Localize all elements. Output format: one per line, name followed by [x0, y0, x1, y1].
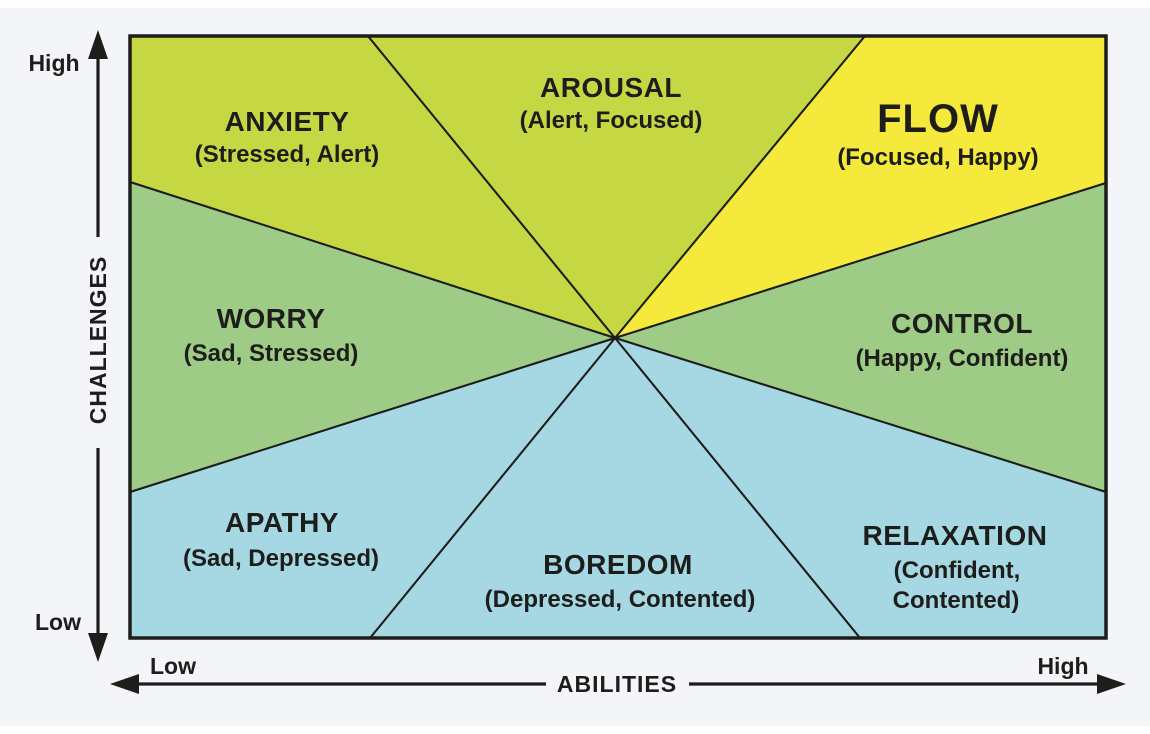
worry-subtitle: (Sad, Stressed) — [184, 340, 359, 367]
y-axis-high-label: High — [28, 50, 79, 76]
x-axis-high-label: High — [1037, 653, 1088, 679]
arousal-label: AROUSAL — [540, 72, 682, 103]
anxiety-label: ANXIETY — [225, 106, 350, 137]
x-axis-low-label: Low — [150, 653, 196, 679]
y-axis-up-arrow-icon — [88, 30, 108, 59]
apathy-subtitle: (Sad, Depressed) — [183, 545, 379, 572]
y-axis-low-label: Low — [35, 609, 81, 635]
region-labels-group: ANXIETY (Stressed, Alert) AROUSAL (Alert… — [183, 72, 1068, 614]
boredom-label: BOREDOM — [543, 549, 693, 580]
y-axis-down-arrow-icon — [88, 633, 108, 662]
relaxation-subtitle-line2: Contented) — [893, 587, 1020, 614]
regions-group — [128, 34, 1108, 640]
apathy-label: APATHY — [225, 507, 339, 538]
x-axis-left-arrow-icon — [110, 674, 139, 694]
x-axis-label: ABILITIES — [557, 671, 677, 697]
boredom-subtitle: (Depressed, Contented) — [485, 586, 756, 613]
arousal-subtitle: (Alert, Focused) — [520, 107, 703, 134]
worry-label: WORRY — [217, 303, 326, 334]
chart-border — [128, 34, 1108, 640]
anxiety-subtitle: (Stressed, Alert) — [195, 141, 380, 168]
control-label: CONTROL — [891, 308, 1033, 339]
control-subtitle: (Happy, Confident) — [856, 345, 1069, 372]
y-axis-label: CHALLENGES — [85, 256, 111, 424]
relaxation-label: RELAXATION — [863, 520, 1048, 551]
x-axis: ABILITIES Low High — [110, 653, 1126, 697]
relaxation-subtitle-line1: (Confident, — [894, 557, 1021, 584]
y-axis: CHALLENGES High Low — [28, 30, 111, 662]
flow-label: FLOW — [877, 97, 999, 141]
x-axis-right-arrow-icon — [1097, 674, 1126, 694]
flow-subtitle: (Focused, Happy) — [837, 144, 1038, 171]
